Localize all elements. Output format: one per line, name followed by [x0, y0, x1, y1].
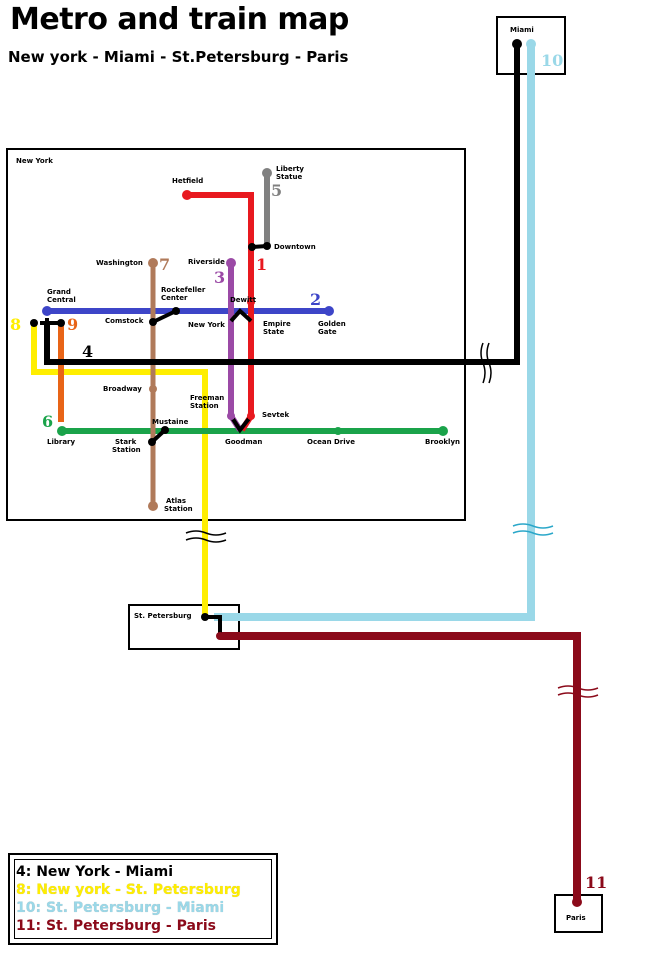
station-dot-comstock[interactable] — [149, 318, 157, 326]
station-dot-sevtek[interactable] — [247, 412, 255, 420]
line-11-route — [220, 632, 581, 902]
station-label-golden: Golden — [318, 320, 346, 328]
station-dot-golden-gate[interactable] — [324, 306, 334, 316]
legend-item-line-11: 11: St. Petersburg - Paris — [16, 918, 216, 934]
line-8-route — [31, 323, 208, 617]
line-3-route — [228, 263, 243, 432]
station-label-stark-station: Station — [112, 446, 141, 454]
station-dot-goodman-3[interactable] — [227, 412, 235, 420]
station-label-stark: Stark — [115, 438, 137, 446]
station-dot-atlas[interactable] — [148, 501, 158, 511]
box-label-new-york: New York — [16, 157, 53, 165]
station-label-washington: Washington — [96, 259, 143, 267]
station-dot-st-petersburg-11[interactable] — [216, 632, 224, 640]
station-label-center: Center — [161, 294, 188, 302]
station-label-goodman: Goodman — [225, 438, 262, 446]
station-dot-9[interactable] — [57, 319, 65, 327]
station-label-grand: Grand — [47, 288, 71, 296]
station-label-rockefeller: Rockefeller — [161, 286, 206, 294]
station-dot-hetfield[interactable] — [182, 190, 192, 200]
station-label-sevtek: Sevtek — [262, 411, 289, 419]
line-number-2: 2 — [310, 290, 321, 309]
station-dot-8[interactable] — [30, 319, 38, 327]
station-dot-broadway[interactable] — [149, 385, 157, 393]
station-label-broadway: Broadway — [103, 385, 142, 393]
station-dot-paris[interactable] — [572, 897, 582, 907]
box-label-miami: Miami — [510, 26, 534, 34]
st-petersburg-box — [128, 604, 240, 650]
station-dot-dewitt[interactable] — [247, 298, 255, 306]
map-title: Metro and train map — [10, 2, 349, 37]
line-number-7: 7 — [159, 255, 170, 274]
station-dot-miami-line10[interactable] — [526, 39, 536, 49]
station-dot-liberty-statue[interactable] — [262, 168, 272, 178]
line-number-8: 8 — [10, 315, 21, 334]
station-label-comstock: Comstock — [105, 317, 144, 325]
line-number-6: 6 — [42, 412, 53, 431]
legend-item-line-10: 10: St. Petersburg - Miami — [16, 900, 225, 916]
station-dot-rockefeller[interactable] — [172, 307, 180, 315]
line-number-5: 5 — [271, 181, 282, 200]
line-10-route — [214, 44, 535, 621]
station-label-hetfield: Hetfield — [172, 177, 203, 185]
line-number-11: 11 — [585, 873, 607, 892]
station-label-state: State — [263, 328, 284, 336]
station-label-liberty: Liberty — [276, 165, 304, 173]
station-dot-st-petersburg[interactable] — [201, 613, 209, 621]
line-number-10: 10 — [541, 51, 563, 70]
station-dot-mustaine[interactable] — [161, 426, 169, 434]
station-label-statue: Statue — [276, 173, 302, 181]
station-dot-washington[interactable] — [148, 258, 158, 268]
station-label-atlas: Atlas — [166, 497, 186, 505]
station-label-gate: Gate — [318, 328, 337, 336]
station-label-mustaine: Mustaine — [152, 418, 189, 426]
line-number-9: 9 — [67, 315, 78, 334]
station-label-dewitt: Dewitt — [230, 296, 257, 304]
legend-inner-border — [14, 859, 272, 939]
station-label-ocean-drive: Ocean Drive — [307, 438, 355, 446]
station-dot-library[interactable] — [57, 426, 67, 436]
box-label-paris: Paris — [566, 914, 586, 922]
line-4-break-mark — [480, 342, 492, 384]
line-4-route — [44, 44, 520, 365]
new-york-box — [6, 148, 466, 521]
station-label-central: Central — [47, 296, 76, 304]
legend-item-line-4: 4: New York - Miami — [16, 864, 174, 880]
station-dot-miami[interactable] — [512, 39, 522, 49]
map-subtitle: New york - Miami - St.Petersburg - Paris — [8, 48, 349, 66]
station-label-riverside: Riverside — [188, 258, 225, 266]
station-label-empire: Empire — [263, 320, 291, 328]
legend-item-line-8: 8: New york - St. Petersburg — [16, 882, 241, 898]
station-label-atlas-station: Station — [164, 505, 193, 513]
station-label-brooklyn: Brooklyn — [425, 438, 460, 446]
box-label-st-petersburg: St. Petersburg — [134, 612, 192, 620]
station-label-freeman-station: Station — [190, 402, 219, 410]
station-label-library: Library — [47, 438, 75, 446]
line-number-3: 3 — [214, 268, 225, 287]
station-dot-downtown-5[interactable] — [263, 242, 271, 250]
station-label-downtown: Downtown — [274, 243, 316, 251]
station-label-freeman: Freeman — [190, 394, 224, 402]
station-label-new-york: New York — [188, 321, 225, 329]
station-dot-riverside[interactable] — [226, 258, 236, 268]
line-number-1: 1 — [256, 255, 267, 274]
station-dot-grand-central[interactable] — [42, 306, 52, 316]
legend-box: 4: New York - Miami 8: New york - St. Pe… — [8, 853, 278, 945]
station-dot-ocean-drive[interactable] — [334, 427, 342, 435]
station-dot-stark[interactable] — [148, 438, 156, 446]
line-11-break-mark — [557, 685, 599, 698]
station-dots — [30, 39, 582, 907]
station-dot-downtown[interactable] — [248, 243, 256, 251]
line-8-break-mark — [185, 530, 227, 543]
station-dot-brooklyn[interactable] — [438, 426, 448, 436]
line-number-4: 4 — [82, 342, 93, 361]
line-10-break-mark — [512, 523, 554, 536]
